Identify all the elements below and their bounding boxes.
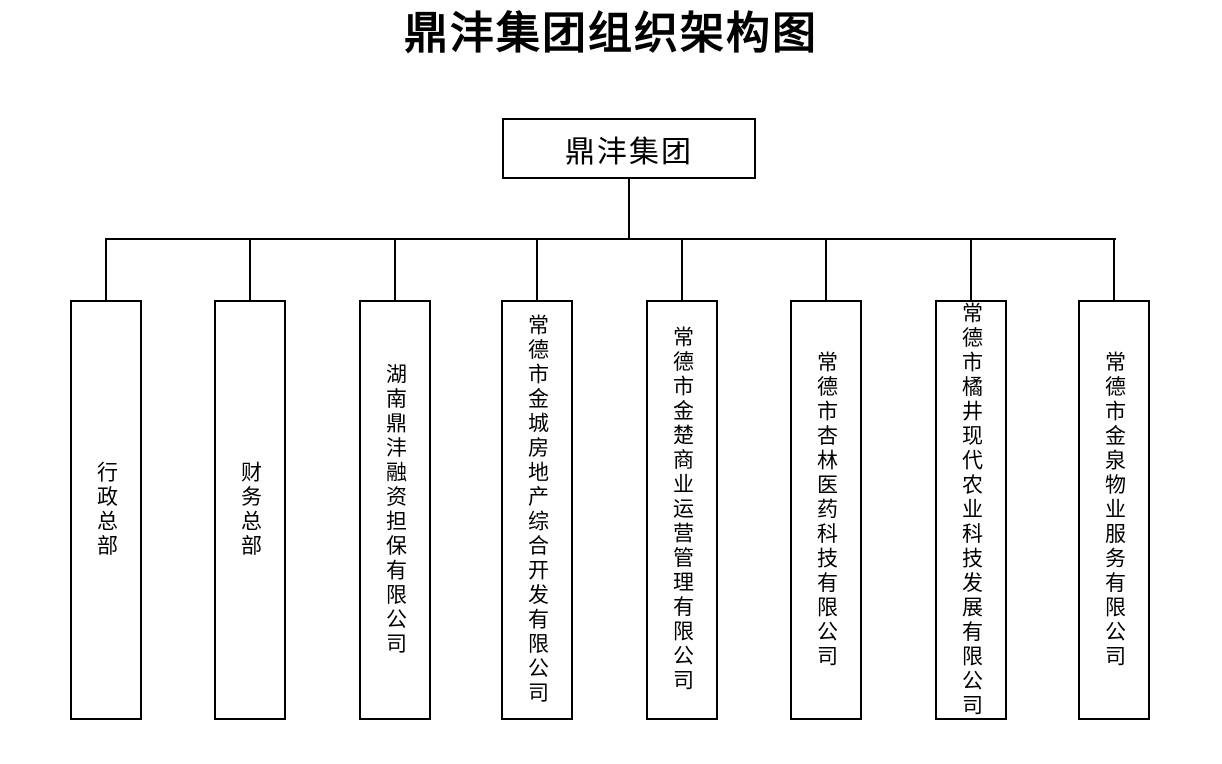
org-child-box: 湖南鼎沣融资担保有限公司 <box>359 300 431 720</box>
org-child-label: 常德市金楚商业运营管理有限公司 <box>670 326 695 694</box>
org-root-box: 鼎沣集团 <box>502 118 756 179</box>
org-child-label: 常德市橘井现代农业科技发展有限公司 <box>959 301 984 719</box>
org-child-label: 常德市金泉物业服务有限公司 <box>1102 350 1127 670</box>
connector-drop <box>970 238 972 301</box>
org-child-label: 财务总部 <box>238 461 263 559</box>
connector-drop <box>394 238 396 301</box>
connector-drop <box>249 238 251 301</box>
org-root-label: 鼎沣集团 <box>565 135 693 169</box>
connector-bus-line <box>106 238 1116 240</box>
org-child-box: 常德市杏林医药科技有限公司 <box>790 300 862 720</box>
connector-drop <box>1113 238 1115 301</box>
org-child-label: 行政总部 <box>94 461 119 559</box>
connector-root-stub <box>628 178 630 239</box>
connector-drop <box>536 238 538 301</box>
org-child-box: 财务总部 <box>214 300 286 720</box>
org-child-box: 常德市金城房地产综合开发有限公司 <box>501 300 573 720</box>
org-child-box: 常德市金泉物业服务有限公司 <box>1078 300 1150 720</box>
connector-drop <box>105 238 107 301</box>
connector-drop <box>681 238 683 301</box>
connector-drop <box>825 238 827 301</box>
org-child-box: 常德市橘井现代农业科技发展有限公司 <box>935 300 1007 720</box>
org-child-box: 常德市金楚商业运营管理有限公司 <box>646 300 718 720</box>
page-title: 鼎沣集团组织架构图 <box>404 9 818 58</box>
org-child-box: 行政总部 <box>70 300 142 720</box>
org-child-label: 湖南鼎沣融资担保有限公司 <box>383 363 408 657</box>
org-child-label: 常德市金城房地产综合开发有限公司 <box>525 314 550 706</box>
org-child-label: 常德市杏林医药科技有限公司 <box>814 350 839 670</box>
